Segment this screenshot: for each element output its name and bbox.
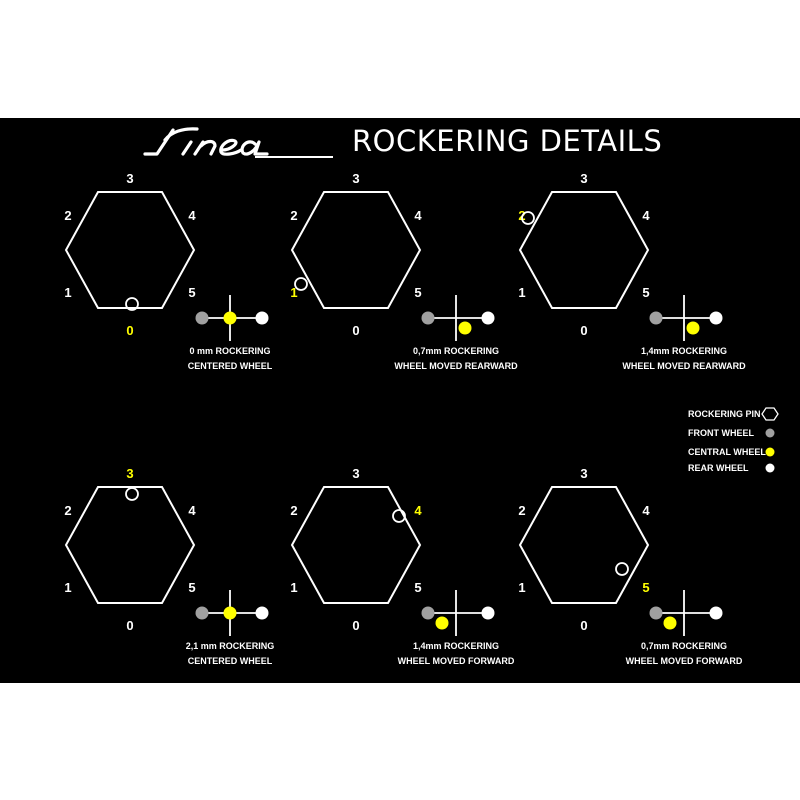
page-title: ROCKERING DETAILS bbox=[352, 124, 663, 158]
rear-wheel-icon bbox=[255, 311, 269, 325]
rear-wheel-icon bbox=[709, 311, 723, 325]
rockering-pin-icon bbox=[125, 487, 139, 501]
position-number-5: 5 bbox=[188, 580, 195, 595]
caption-rockering-amount: 0,7mm ROCKERING bbox=[413, 346, 499, 356]
caption-wheel-position: WHEEL MOVED REARWARD bbox=[394, 361, 518, 371]
rear-wheel-icon bbox=[481, 311, 495, 325]
position-number-1: 1 bbox=[518, 580, 525, 595]
position-number-2: 2 bbox=[64, 208, 71, 223]
white-dot-icon bbox=[765, 463, 775, 473]
rockering-pin-icon bbox=[521, 211, 535, 225]
hexagon-icon bbox=[761, 407, 779, 421]
position-number-0: 0 bbox=[352, 618, 359, 633]
central-wheel-icon bbox=[663, 616, 677, 630]
front-wheel-icon bbox=[195, 311, 209, 325]
caption-wheel-position: WHEEL MOVED FORWARD bbox=[626, 656, 743, 666]
position-number-5: 5 bbox=[188, 285, 195, 300]
position-number-0: 0 bbox=[580, 323, 587, 338]
caption-rockering-amount: 0 mm ROCKERING bbox=[189, 346, 270, 356]
position-number-3: 3 bbox=[580, 466, 587, 481]
linea-logo bbox=[143, 127, 333, 158]
legend-label: CENTRAL WHEEL bbox=[688, 447, 766, 457]
central-wheel-icon bbox=[435, 616, 449, 630]
position-number-5: 5 bbox=[642, 580, 649, 595]
rear-wheel-icon bbox=[709, 606, 723, 620]
caption-wheel-position: WHEEL MOVED FORWARD bbox=[398, 656, 515, 666]
central-wheel-icon bbox=[458, 321, 472, 335]
position-number-1: 1 bbox=[290, 580, 297, 595]
rockering-pin-icon bbox=[125, 297, 139, 311]
grey-dot-icon bbox=[765, 428, 775, 438]
position-number-2: 2 bbox=[64, 503, 71, 518]
position-number-0: 0 bbox=[126, 323, 133, 338]
rockering-hexagon bbox=[64, 486, 196, 604]
central-wheel-icon bbox=[686, 321, 700, 335]
position-number-4: 4 bbox=[188, 208, 196, 223]
position-number-0: 0 bbox=[580, 618, 587, 633]
rockering-pin-icon bbox=[392, 509, 406, 523]
rockering-hexagon bbox=[290, 191, 422, 309]
rockering-pin-icon bbox=[294, 277, 308, 291]
position-number-3: 3 bbox=[352, 466, 359, 481]
position-number-3: 3 bbox=[126, 171, 133, 186]
rockering-hexagon bbox=[290, 486, 422, 604]
position-number-3: 3 bbox=[580, 171, 587, 186]
caption-rockering-amount: 1,4mm ROCKERING bbox=[413, 641, 499, 651]
position-number-4: 4 bbox=[414, 503, 422, 518]
legend-label: ROCKERING PIN bbox=[688, 409, 761, 419]
front-wheel-icon bbox=[649, 311, 663, 325]
position-number-3: 3 bbox=[352, 171, 359, 186]
front-wheel-icon bbox=[421, 606, 435, 620]
position-number-0: 0 bbox=[126, 618, 133, 633]
position-number-5: 5 bbox=[642, 285, 649, 300]
central-wheel-icon bbox=[223, 606, 237, 620]
caption-wheel-position: CENTERED WHEEL bbox=[188, 656, 273, 666]
position-number-3: 3 bbox=[126, 466, 133, 481]
rockering-pin-icon bbox=[615, 562, 629, 576]
rockering-hexagon bbox=[518, 191, 650, 309]
position-number-2: 2 bbox=[290, 503, 297, 518]
caption-rockering-amount: 2,1 mm ROCKERING bbox=[186, 641, 275, 651]
position-number-4: 4 bbox=[414, 208, 422, 223]
rear-wheel-icon bbox=[255, 606, 269, 620]
rear-wheel-icon bbox=[481, 606, 495, 620]
position-number-5: 5 bbox=[414, 285, 421, 300]
position-number-1: 1 bbox=[64, 580, 71, 595]
central-wheel-icon bbox=[223, 311, 237, 325]
position-number-1: 1 bbox=[290, 285, 297, 300]
legend-label: FRONT WHEEL bbox=[688, 428, 754, 438]
yellow-dot-icon bbox=[765, 447, 775, 457]
position-number-2: 2 bbox=[290, 208, 297, 223]
position-number-0: 0 bbox=[352, 323, 359, 338]
front-wheel-icon bbox=[421, 311, 435, 325]
front-wheel-icon bbox=[195, 606, 209, 620]
position-number-1: 1 bbox=[518, 285, 525, 300]
rockering-hexagon bbox=[64, 191, 196, 309]
caption-wheel-position: CENTERED WHEEL bbox=[188, 361, 273, 371]
position-number-1: 1 bbox=[64, 285, 71, 300]
position-number-4: 4 bbox=[642, 503, 650, 518]
front-wheel-icon bbox=[649, 606, 663, 620]
position-number-4: 4 bbox=[642, 208, 650, 223]
rockering-hexagon bbox=[518, 486, 650, 604]
position-number-5: 5 bbox=[414, 580, 421, 595]
caption-wheel-position: WHEEL MOVED REARWARD bbox=[622, 361, 746, 371]
position-number-2: 2 bbox=[518, 503, 525, 518]
caption-rockering-amount: 1,4mm ROCKERING bbox=[641, 346, 727, 356]
caption-rockering-amount: 0,7mm ROCKERING bbox=[641, 641, 727, 651]
legend-label: REAR WHEEL bbox=[688, 463, 749, 473]
position-number-4: 4 bbox=[188, 503, 196, 518]
